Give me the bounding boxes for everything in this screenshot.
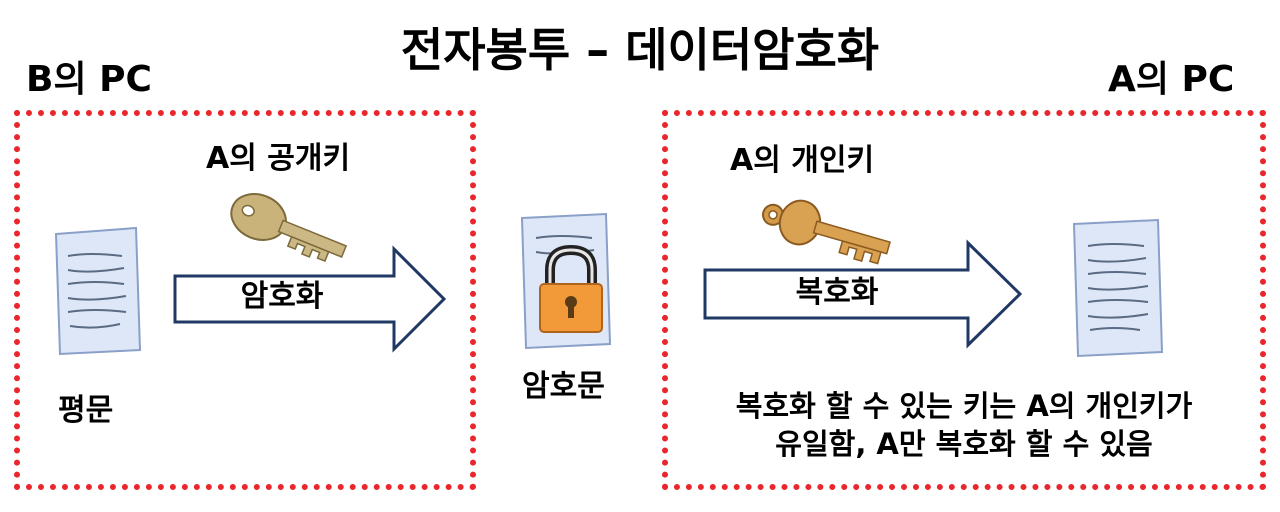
plaintext-label: 평문: [58, 393, 114, 428]
caption-line-1: 복호화 할 수 있는 키는 A의 개인키가: [735, 389, 1193, 423]
padlock-icon: [539, 244, 603, 333]
caption-line-2: 유일함, A만 복호화 할 수 있음: [775, 427, 1153, 461]
private-key-label: A의 개인키: [730, 143, 875, 178]
ciphertext-label: 암호문: [522, 369, 605, 404]
encrypt-arrow-label: 암호화: [240, 279, 324, 314]
encrypt-arrow: [173, 245, 447, 353]
left-pc-box: [14, 110, 476, 490]
decrypt-arrow: [703, 239, 1023, 349]
plaintext-document-icon: [54, 226, 142, 356]
decrypted-document-icon: [1072, 218, 1164, 358]
right-pc-label: A의 PC: [1108, 59, 1235, 100]
decrypt-arrow-label: 복호화: [795, 275, 879, 310]
left-pc-label: B의 PC: [26, 59, 152, 100]
public-key-icon: [230, 193, 348, 263]
right-pc-box: [662, 110, 1266, 490]
diagram-title: 전자봉투 – 데이터암호화: [400, 23, 880, 77]
private-key-icon: [762, 199, 891, 265]
public-key-label: A의 공개키: [206, 141, 351, 176]
